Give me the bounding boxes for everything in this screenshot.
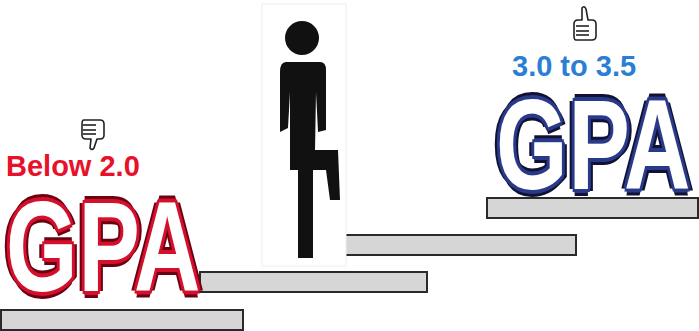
walking-person <box>280 21 340 258</box>
gpa-word: GPA <box>6 182 202 311</box>
gpa-word: GPA <box>496 80 692 209</box>
thumbs-up-icon <box>574 7 596 40</box>
gpa-range-label: Below 2.0 <box>6 152 140 181</box>
stair-step <box>1 310 243 330</box>
figure-backdrop <box>262 4 346 266</box>
stair-step <box>200 272 427 292</box>
stair-step <box>344 235 576 255</box>
thumbs-down-icon <box>82 120 104 150</box>
gpa-range-label: 3.0 to 3.5 <box>512 52 636 81</box>
